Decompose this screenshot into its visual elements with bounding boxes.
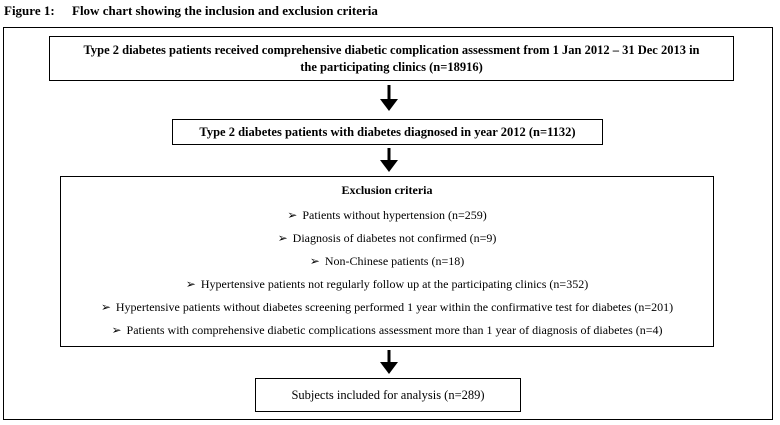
down-arrow-icon (380, 350, 398, 374)
initial-population-line1: Type 2 diabetes patients received compre… (83, 43, 700, 57)
initial-population-box: Type 2 diabetes patients received compre… (49, 36, 734, 81)
criterion-text: Patients with comprehensive diabetic com… (126, 323, 663, 337)
arrow-bullet-icon: ➢ (111, 323, 122, 337)
criterion-text: Patients without hypertension (n=259) (302, 208, 487, 222)
arrow-bullet-icon: ➢ (100, 300, 111, 314)
down-arrow-icon (380, 85, 398, 111)
arrow-bullet-icon: ➢ (185, 277, 196, 291)
figure-label: Figure 1: (4, 3, 55, 18)
criterion-text: Non-Chinese patients (n=18) (324, 254, 465, 268)
arrow-bullet-icon: ➢ (287, 208, 298, 222)
exclusion-criterion: ➢ Diagnosis of diabetes not confirmed (n… (61, 227, 713, 250)
exclusion-heading: Exclusion criteria (341, 183, 433, 197)
included-subjects-box: Subjects included for analysis (n=289) (255, 378, 521, 412)
exclusion-criterion: ➢ Hypertensive patients without diabetes… (61, 296, 713, 319)
criterion-text: Hypertensive patients without diabetes s… (115, 300, 674, 314)
criterion-text: Diagnosis of diabetes not confirmed (n=9… (292, 231, 497, 245)
exclusion-criterion: ➢ Patients without hypertension (n=259) (61, 204, 713, 227)
exclusion-criterion: ➢ Hypertensive patients not regularly fo… (61, 273, 713, 296)
arrow-bullet-icon: ➢ (277, 231, 288, 245)
criterion-text: Hypertensive patients not regularly foll… (200, 277, 589, 291)
diagnosed-2012-text: Type 2 diabetes patients with diabetes d… (199, 125, 576, 139)
diagnosed-2012-box: Type 2 diabetes patients with diabetes d… (172, 119, 603, 145)
arrow-bullet-icon: ➢ (309, 254, 320, 268)
exclusion-criteria-box: Exclusion criteria ➢ Patients without hy… (60, 176, 714, 347)
diagram-frame (3, 27, 773, 420)
included-subjects-text: Subjects included for analysis (n=289) (291, 388, 485, 402)
initial-population-line2: the participating clinics (n=18916) (300, 60, 483, 74)
figure-caption: Figure 1: Flow chart showing the inclusio… (4, 3, 378, 19)
down-arrow-icon (380, 148, 398, 172)
exclusion-criterion: ➢ Non-Chinese patients (n=18) (61, 250, 713, 273)
exclusion-criterion: ➢ Patients with comprehensive diabetic c… (61, 319, 713, 342)
figure-title: Flow chart showing the inclusion and exc… (72, 3, 378, 18)
